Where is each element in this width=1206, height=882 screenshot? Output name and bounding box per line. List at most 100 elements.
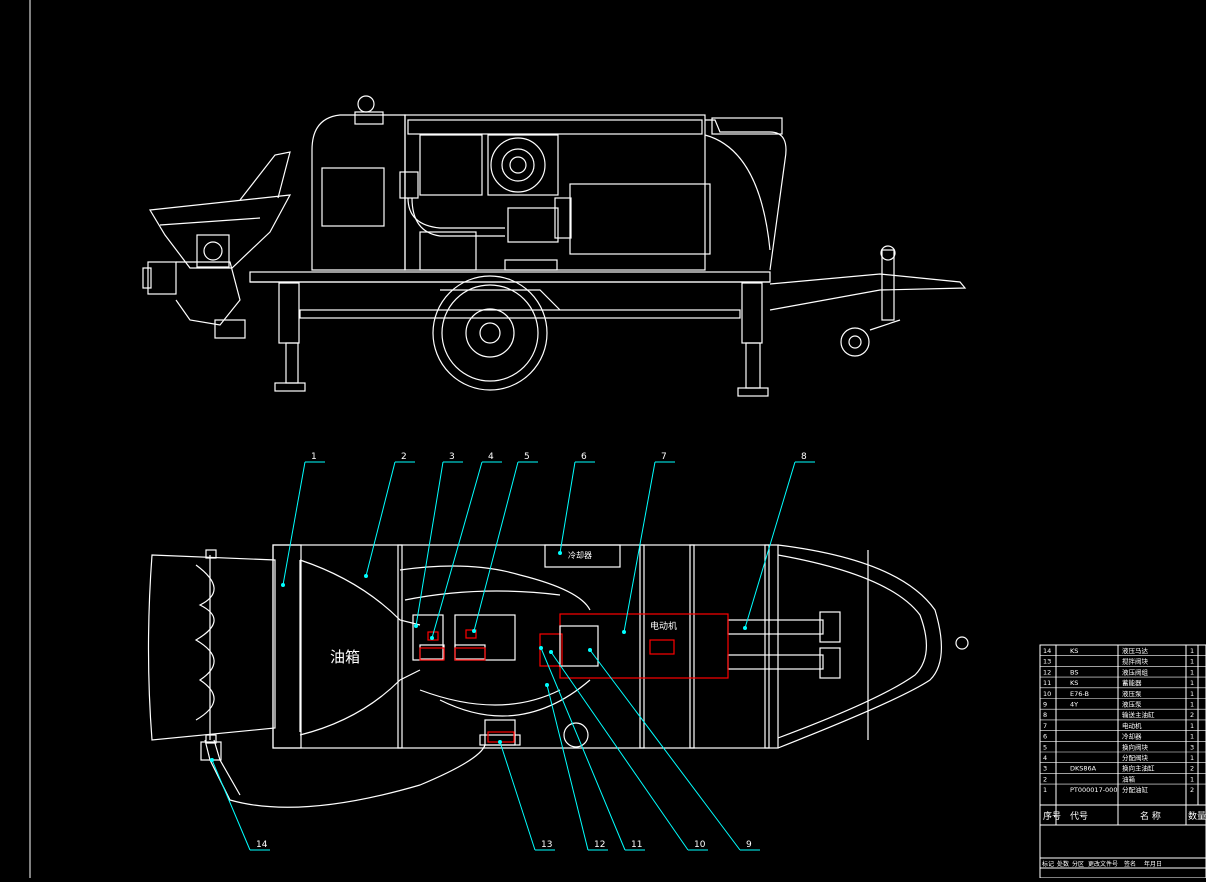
table-cell-qty: 1 xyxy=(1190,733,1194,741)
table-header-cell: 代号 xyxy=(1070,811,1088,822)
callout-number-4: 4 xyxy=(488,452,494,462)
table-cell-no: 2 xyxy=(1043,775,1047,783)
table-cell-no: 14 xyxy=(1043,647,1051,655)
callout-number-13: 13 xyxy=(541,840,552,850)
callout-number-5: 5 xyxy=(524,452,530,462)
callout-leader xyxy=(431,461,483,639)
table-cell-name: 分配油缸 xyxy=(1122,785,1149,794)
table-cell-name: 冷却器 xyxy=(1122,732,1142,741)
callout-number-8: 8 xyxy=(801,452,807,462)
table-footer-cell: 分区 xyxy=(1072,860,1084,868)
callout-leader xyxy=(540,647,626,851)
table-cell-name: 输送主油缸 xyxy=(1122,710,1155,719)
table-cell-qty: 1 xyxy=(1190,679,1194,687)
table-cell-name: 搅拌阀块 xyxy=(1122,657,1149,666)
callout-number-9: 9 xyxy=(746,840,752,850)
callout-leader xyxy=(473,461,519,632)
plan-view xyxy=(147,544,969,808)
table-cell-name: 液压阀组 xyxy=(1122,667,1149,676)
callout-number-7: 7 xyxy=(661,452,667,462)
callout-number-11: 11 xyxy=(631,840,642,850)
callout-number-6: 6 xyxy=(581,452,587,462)
table-footer-cell: 处数 xyxy=(1057,860,1069,868)
table-cell-no: 1 xyxy=(1043,786,1047,794)
callout-number-10: 10 xyxy=(694,840,706,850)
callout-leader xyxy=(365,461,396,577)
table-cell-code: KS xyxy=(1070,679,1078,687)
callout-dot xyxy=(414,624,418,628)
table-cell-no: 5 xyxy=(1043,743,1047,751)
callout-leader xyxy=(623,461,656,633)
callout-dot xyxy=(539,646,543,650)
table-cell-code: 4Y xyxy=(1070,701,1078,709)
table-cell-no: 8 xyxy=(1043,711,1047,719)
callout-leader xyxy=(589,649,741,851)
callout-number-14: 14 xyxy=(256,840,268,850)
table-cell-no: 7 xyxy=(1043,722,1047,730)
callout-leader xyxy=(559,461,576,554)
table-footer-cell: 签名 xyxy=(1124,860,1136,868)
callout-dot xyxy=(430,636,434,640)
table-cell-no: 9 xyxy=(1043,701,1047,709)
table-cell-name: 换向主油缸 xyxy=(1122,764,1155,773)
table-cell-qty: 1 xyxy=(1190,668,1194,676)
table-header-cell: 序号 xyxy=(1043,810,1061,822)
parts-table-header: 序号代号 名 称 数量 xyxy=(1043,810,1206,822)
table-cell-name: 分配阀块 xyxy=(1122,753,1149,762)
callout-dot xyxy=(545,683,549,687)
table-header-cell: 数量 xyxy=(1188,810,1206,822)
table-cell-no: 10 xyxy=(1043,690,1051,698)
oil-tank-label: 油箱 xyxy=(330,648,360,666)
callout-leader xyxy=(282,461,306,586)
pump xyxy=(559,625,599,667)
table-footer-cell: 标记 xyxy=(1042,860,1054,868)
table-cell-qty: 2 xyxy=(1190,711,1194,719)
cooler-label: 冷却器 xyxy=(568,550,592,560)
table-cell-name: 换向阀块 xyxy=(1122,742,1149,751)
table-cell-name: 液压泵 xyxy=(1122,700,1142,709)
callout-dot xyxy=(364,574,368,578)
table-cell-name: 电动机 xyxy=(1122,721,1142,730)
table-footer-cell: 年月日 xyxy=(1144,860,1162,868)
callout-dot xyxy=(281,583,285,587)
table-cell-qty: 1 xyxy=(1190,754,1194,762)
table-cell-qty: 2 xyxy=(1190,786,1194,794)
table-cell-qty: 1 xyxy=(1190,701,1194,709)
table-cell-name: 液压马达 xyxy=(1122,646,1149,655)
table-cell-no: 13 xyxy=(1043,658,1051,666)
table-footer-cell: 更改文件号 xyxy=(1088,860,1118,868)
callout-dot xyxy=(210,758,214,762)
callout-number-1: 1 xyxy=(311,452,317,462)
table-cell-code: BS xyxy=(1070,668,1078,676)
callout-leader xyxy=(546,684,589,851)
callout-dot xyxy=(622,630,626,634)
parts-table-footer: 标记处数分区更改文件号签名年月日 xyxy=(1042,860,1162,868)
callout-dot xyxy=(558,551,562,555)
callout-number-2: 2 xyxy=(401,452,407,462)
side-view xyxy=(142,95,967,397)
callout-dot xyxy=(549,650,553,654)
table-cell-name: 蓄能器 xyxy=(1122,678,1142,687)
table-cell-qty: 1 xyxy=(1190,647,1194,655)
table-cell-no: 4 xyxy=(1043,754,1047,762)
table-cell-name: 油箱 xyxy=(1122,774,1136,783)
callout-leader xyxy=(499,741,536,851)
table-header-cell: 名 称 xyxy=(1140,810,1161,822)
callout-leader xyxy=(744,461,796,629)
callout-leaders xyxy=(211,461,815,851)
callout-dot xyxy=(472,629,476,633)
callout-leader xyxy=(211,759,251,851)
table-cell-qty: 1 xyxy=(1190,722,1194,730)
table-cell-no: 11 xyxy=(1043,679,1051,687)
table-cell-no: 6 xyxy=(1043,733,1047,741)
table-cell-qty: 2 xyxy=(1190,765,1194,773)
table-cell-qty: 1 xyxy=(1190,690,1194,698)
motor-label: 电动机 xyxy=(650,620,677,632)
table-cell-code: KS xyxy=(1070,647,1078,655)
callout-leader xyxy=(415,461,444,627)
table-cell-no: 3 xyxy=(1043,765,1047,773)
